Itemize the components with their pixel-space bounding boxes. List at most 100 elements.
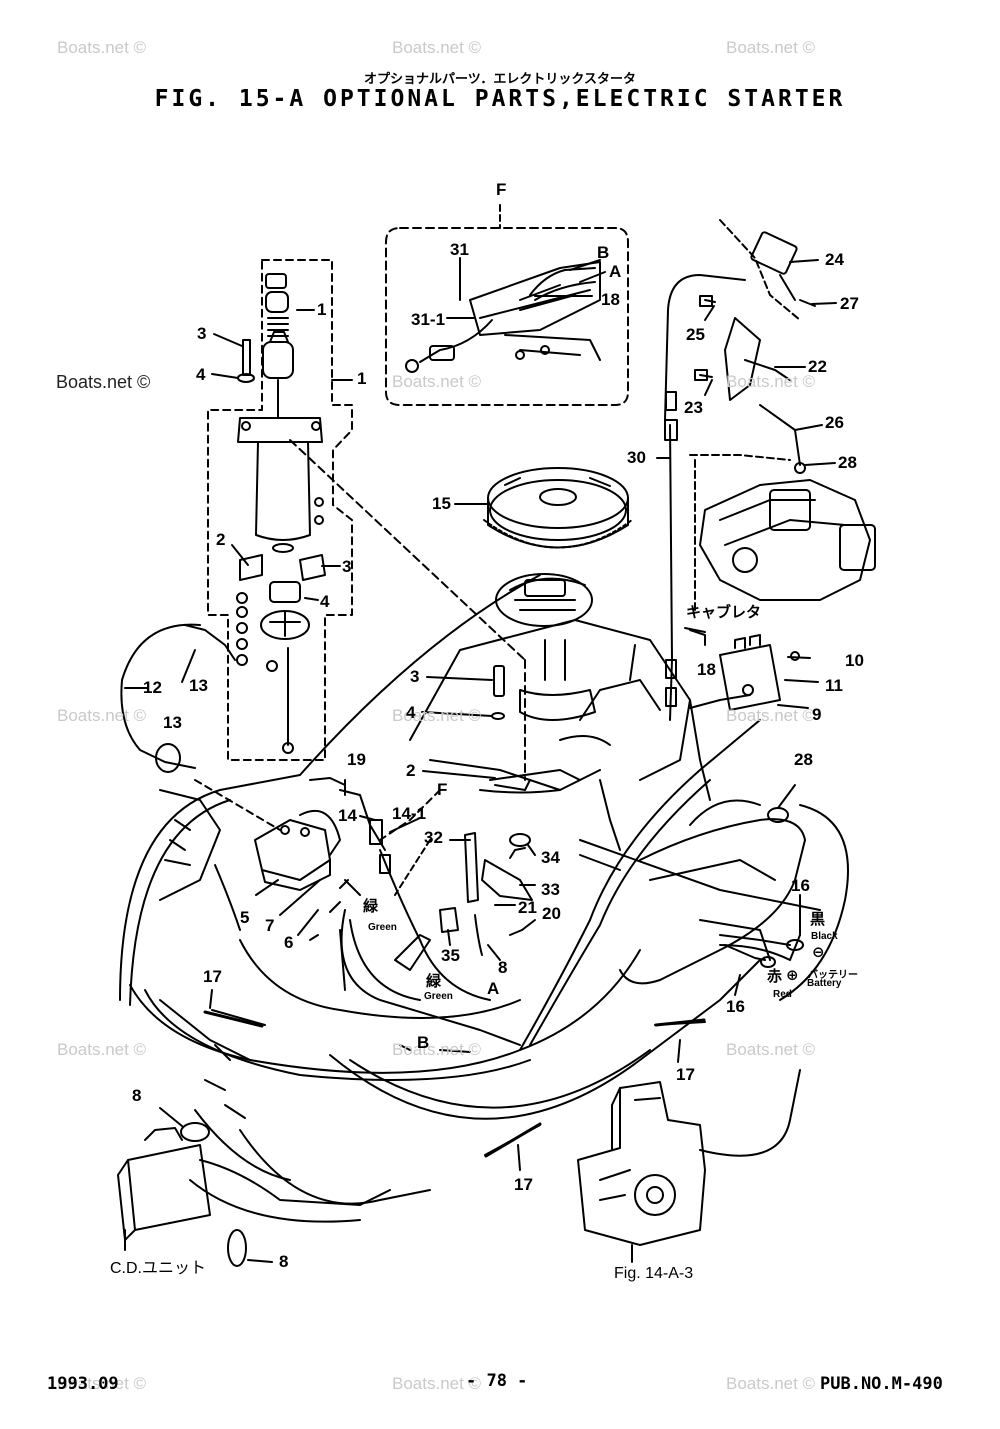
cable-color-label: Black xyxy=(811,931,838,942)
watermark-text: Boats.net © xyxy=(57,1374,147,1393)
callout-label: 6 xyxy=(284,933,294,952)
watermark-text: Boats.net © xyxy=(392,706,482,725)
watermark-text: Boats.net © xyxy=(57,38,147,57)
negative-terminal-symbol: ⊖ xyxy=(812,943,825,961)
callout-label: 33 xyxy=(541,880,560,899)
wire-color-label: 緑 xyxy=(426,972,442,990)
callout-label: 34 xyxy=(541,848,560,867)
callout-label: 22 xyxy=(808,357,827,376)
callout-label: 30 xyxy=(627,448,646,467)
watermark-text: Boats.net © xyxy=(392,1040,482,1059)
wire-color-label: 緑 xyxy=(363,897,379,915)
tank-outline xyxy=(619,784,806,985)
callout-label: 24 xyxy=(825,250,844,269)
remote-control-box xyxy=(577,1069,801,1263)
callout-label: 28 xyxy=(794,750,813,769)
cd-unit-label: C.D.ユニット xyxy=(110,1260,207,1277)
callout-label: 8 xyxy=(279,1252,289,1271)
positive-terminal-symbol: ⊕ xyxy=(786,966,799,984)
callout-label: 16 xyxy=(791,876,810,895)
solenoid-and-harness xyxy=(120,623,441,941)
callout-label: F xyxy=(437,780,448,799)
wire-color-label: Green xyxy=(424,991,453,1002)
callout-label: 1 xyxy=(357,369,367,388)
center-fasteners xyxy=(421,665,531,791)
callout-label: 28 xyxy=(838,453,857,472)
watermark-text: Boats.net © xyxy=(726,372,816,391)
callout-label: 18 xyxy=(697,660,716,679)
callout-label: 7 xyxy=(265,916,275,935)
callout-label: B xyxy=(597,243,610,262)
cable-color-label: Red xyxy=(773,989,792,1000)
callout-label: 3 xyxy=(410,667,420,686)
publication-number: PUB.NO.M-490 xyxy=(820,1374,943,1394)
callout-label: 35 xyxy=(441,946,460,965)
callout-label: 17 xyxy=(514,1175,533,1194)
callout-label: 31 xyxy=(450,240,469,259)
watermark-text: Boats.net © xyxy=(392,1374,482,1393)
publication-date: 1993.09 xyxy=(47,1374,119,1394)
cd-unit xyxy=(117,1107,391,1267)
watermark-text: Boats.net © xyxy=(726,706,816,725)
callout-label: 25 xyxy=(686,325,705,344)
callout-label: 31-1 xyxy=(411,310,446,329)
cable-color-label: 黒 xyxy=(810,910,826,928)
callout-label: 13 xyxy=(163,713,182,732)
callout-label: 16 xyxy=(726,997,745,1016)
watermark-text: Boats.net © xyxy=(726,1374,816,1393)
callout-label: 11 xyxy=(825,676,843,695)
callout-label: 3 xyxy=(197,324,207,343)
callout-label: 2 xyxy=(216,530,226,549)
callout-label: 4 xyxy=(196,365,206,384)
callout-label: 9 xyxy=(812,705,822,724)
diagram-title: FIG. 15-A OPTIONAL PARTS,ELECTRIC STARTE… xyxy=(154,86,846,112)
callout-label: 17 xyxy=(676,1065,695,1084)
watermark-text: Boats.net © xyxy=(392,372,482,391)
callout-label: 3 xyxy=(342,557,352,576)
callout-label: 10 xyxy=(845,651,864,670)
watermark-text: Boats.net © xyxy=(392,38,482,57)
diagram-subtitle-japanese: オプショナルパーツ．エレクトリックスタータ xyxy=(363,72,637,87)
watermark-text: Boats.net © xyxy=(56,372,151,392)
callout-label: 14-1 xyxy=(392,804,427,823)
callout-label: 26 xyxy=(825,413,844,432)
callout-label: A xyxy=(487,979,500,998)
leader-lines xyxy=(656,259,837,466)
callout-label: 14 xyxy=(338,806,357,825)
rectifier-regulator xyxy=(684,627,819,711)
callout-label: B xyxy=(417,1033,430,1052)
battery-label-japanese: バッテリー xyxy=(808,970,858,981)
callout-label: 32 xyxy=(424,828,443,847)
callout-label: 18 xyxy=(601,290,620,309)
callout-label: F xyxy=(496,180,507,199)
cable-color-label: 赤 xyxy=(767,967,783,985)
watermark-text: Boats.net © xyxy=(57,706,147,725)
watermark-text: Boats.net © xyxy=(57,1040,147,1059)
callout-label: 13 xyxy=(189,676,208,695)
callout-label: A xyxy=(609,262,622,281)
callout-label: 23 xyxy=(684,398,703,417)
callout-label: 19 xyxy=(347,750,366,769)
carburetor-assembly xyxy=(664,219,876,721)
watermark-text: Boats.net © xyxy=(726,1040,816,1059)
callout-label: 17 xyxy=(203,967,222,986)
callout-label: 1 xyxy=(317,300,327,319)
callout-label: 27 xyxy=(840,294,859,313)
carburetor-label: キャブレタ xyxy=(686,603,762,621)
wire-color-label: Green xyxy=(368,922,397,933)
callout-label: 20 xyxy=(542,904,561,923)
callout-label: 12 xyxy=(143,678,162,697)
callout-label: 15 xyxy=(432,494,451,513)
figure-reference-label: Fig. 14-A-3 xyxy=(614,1265,694,1282)
battery-cables xyxy=(719,894,804,996)
callout-label: 4 xyxy=(406,703,416,722)
starter-motor-assembly xyxy=(207,259,526,781)
callout-label: 2 xyxy=(406,761,416,780)
callout-label: 5 xyxy=(240,908,250,927)
relay-bracket xyxy=(394,832,536,971)
wire-clips xyxy=(203,989,706,1171)
flywheel-assembly xyxy=(454,467,633,721)
watermark-text: Boats.net © xyxy=(726,38,816,57)
